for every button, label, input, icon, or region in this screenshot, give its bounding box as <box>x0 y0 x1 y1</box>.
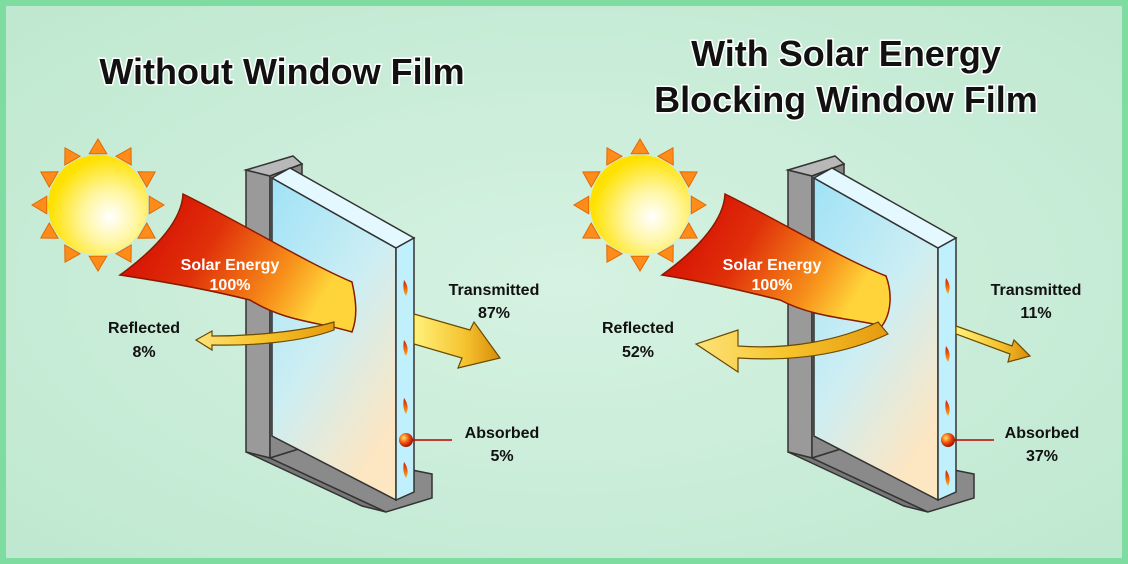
sun-ray <box>137 221 157 239</box>
absorption-flames <box>403 280 408 478</box>
transmitted-arrow <box>955 325 1032 363</box>
solar-energy-label: Solar Energy <box>181 257 280 274</box>
sun-ray <box>606 244 624 264</box>
sun-ray <box>64 146 82 166</box>
sun-ray <box>679 221 699 239</box>
sun-ray <box>656 244 674 264</box>
absorbed-label: Absorbed <box>1005 425 1080 442</box>
panel-left: Without Window Film <box>31 50 540 513</box>
sun-ray <box>148 195 165 215</box>
panel-title-line2: Blocking Window Film <box>654 79 1038 120</box>
absorption-flames <box>945 278 950 486</box>
solar-energy-value: 100% <box>210 277 251 294</box>
transmitted-value: 87% <box>478 305 510 322</box>
sun-ray <box>39 171 59 189</box>
sun-ray <box>39 221 59 239</box>
sun-ray <box>31 195 48 215</box>
absorbed-label: Absorbed <box>465 425 540 442</box>
transmitted-label: Transmitted <box>991 282 1082 299</box>
solar-energy-beam <box>118 192 357 333</box>
panel-right: With Solar Energy Blocking Window Film <box>573 32 1082 513</box>
sun-ray <box>581 221 601 239</box>
reflected-arrow <box>194 321 335 352</box>
sun-ray <box>88 255 108 272</box>
absorbed-ball <box>399 433 413 447</box>
absorbed-ball <box>941 433 955 447</box>
sun-icon <box>573 138 707 272</box>
sun-ray <box>64 244 82 264</box>
sun-icon <box>31 138 165 272</box>
reflected-value: 52% <box>622 344 654 361</box>
absorbed-value: 37% <box>1026 448 1058 465</box>
sun-ray <box>88 138 108 155</box>
sun-ray <box>581 171 601 189</box>
sun-ray <box>573 195 590 215</box>
panel-title-line1: With Solar Energy <box>691 33 1001 74</box>
sun-ray <box>630 138 650 155</box>
sun-ray <box>690 195 707 215</box>
sun-ray <box>656 146 674 166</box>
sun-ray <box>679 171 699 189</box>
solar-energy-beam <box>660 192 891 327</box>
absorbed-value: 5% <box>490 448 513 465</box>
reflected-label: Reflected <box>602 320 674 337</box>
transmitted-arrow <box>413 313 502 369</box>
reflected-label: Reflected <box>108 320 180 337</box>
solar-energy-label: Solar Energy <box>723 257 822 274</box>
transmitted-label: Transmitted <box>449 282 540 299</box>
reflected-value: 8% <box>132 344 155 361</box>
reflected-arrow <box>694 321 889 374</box>
transmitted-value: 11% <box>1020 305 1051 322</box>
sun-ray <box>137 171 157 189</box>
sun-ray <box>606 146 624 166</box>
solar-energy-value: 100% <box>752 277 793 294</box>
sun-ray <box>114 244 132 264</box>
panel-title: Without Window Film <box>99 51 464 92</box>
sun-ray <box>114 146 132 166</box>
sun-ray <box>630 255 650 272</box>
